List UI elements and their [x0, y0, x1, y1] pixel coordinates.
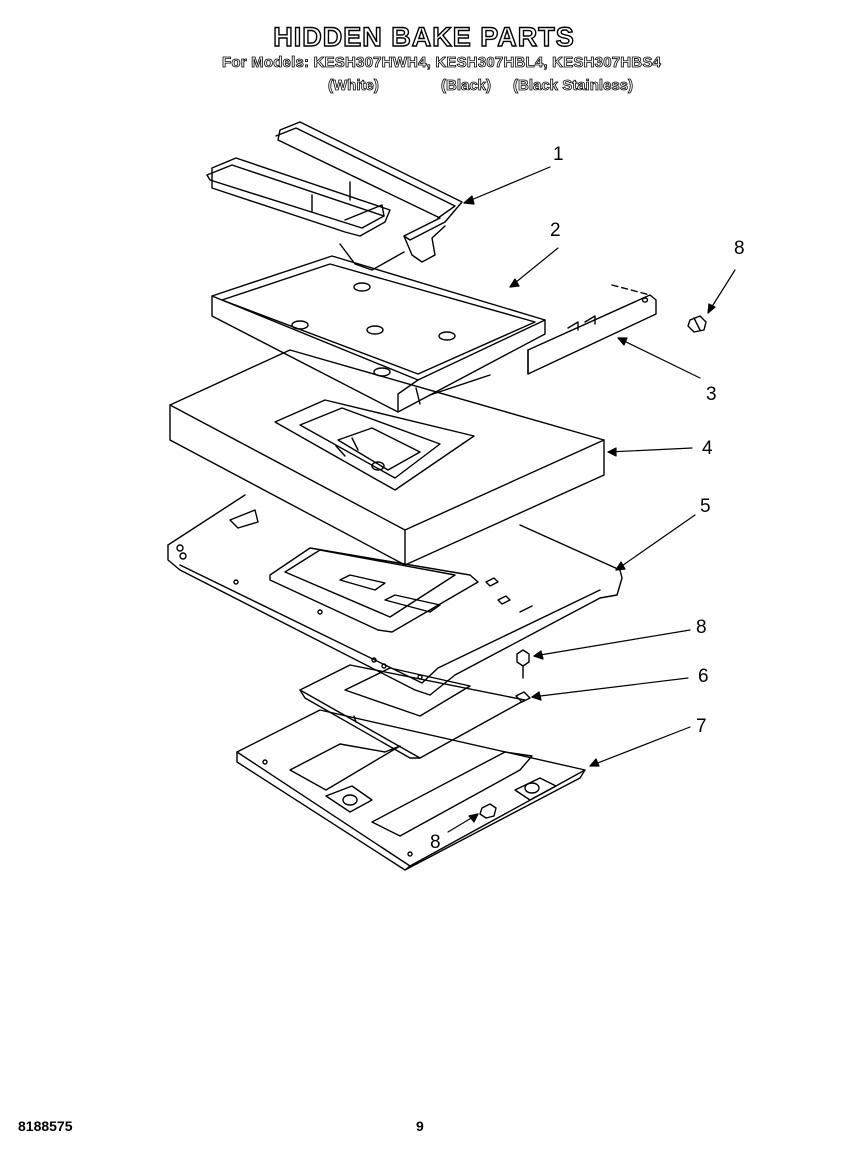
part-number: 8188575: [18, 1118, 73, 1134]
variant-black: (Black): [441, 77, 492, 95]
screw-icon: [516, 649, 530, 679]
callout-5: 5: [700, 496, 711, 517]
callout-6: 6: [698, 666, 709, 687]
variant-white: (White): [328, 77, 380, 95]
part-1-bake-element: [206, 121, 463, 271]
callout-7: 7: [696, 716, 707, 737]
callout-2: 2: [550, 220, 561, 241]
callout-8-bottom: 8: [430, 832, 441, 853]
part-4-insulation: [169, 349, 605, 566]
screw-icon: [479, 803, 497, 819]
screw-icon: [687, 315, 707, 333]
callout-leaders: [447, 166, 736, 833]
callout-8-top: 8: [734, 238, 745, 259]
callout-8-middle: 8: [696, 617, 707, 638]
variant-black-stainless: (Black Stainless): [513, 77, 634, 95]
part-7-bottom-panel: [236, 709, 586, 871]
part-5-oven-bottom: [167, 494, 623, 696]
page-title: HIDDEN BAKE PARTS: [273, 21, 575, 52]
nut-icon: [515, 691, 531, 703]
page-number: 9: [416, 1118, 424, 1134]
callout-1: 1: [553, 144, 564, 165]
part-3-bracket: [527, 284, 657, 375]
callout-4: 4: [702, 438, 713, 459]
model-list: For Models: KESH307HWH4, KESH307HBL4, KE…: [222, 54, 662, 72]
part-2-bake-cover: [211, 255, 546, 413]
callout-3: 3: [706, 384, 717, 405]
